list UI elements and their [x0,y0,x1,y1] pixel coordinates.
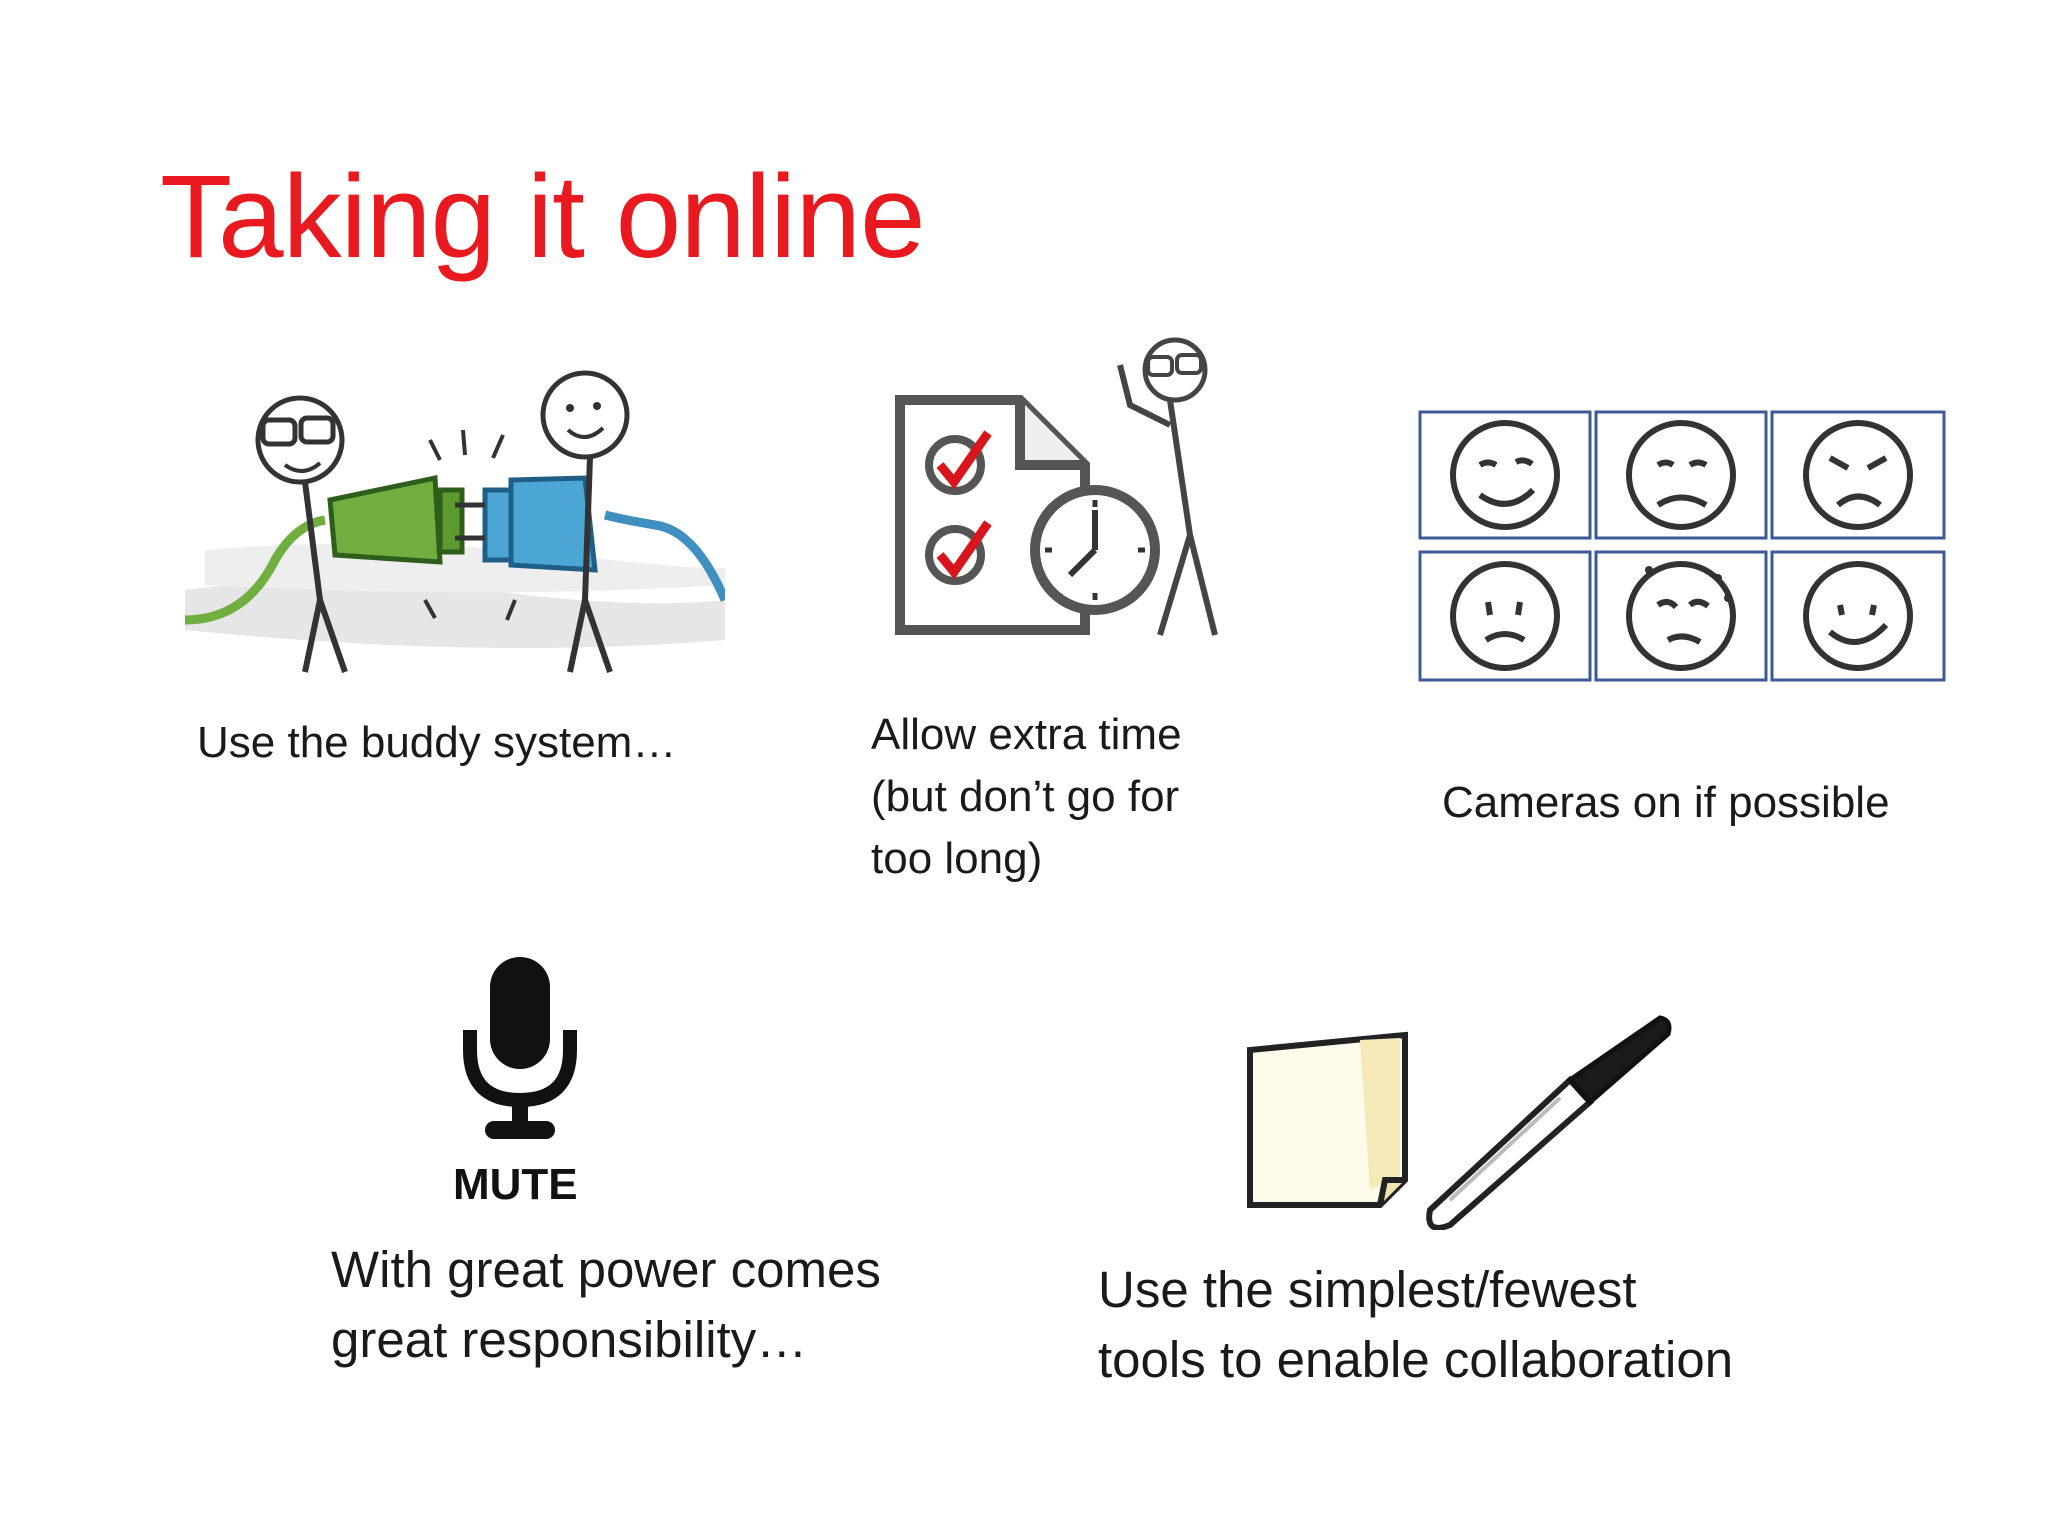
mute-caption-line: With great power comes [331,1241,881,1298]
plug-handshake-illustration [185,300,725,680]
mute-caption: With great power comes great responsibil… [331,1235,881,1375]
time-caption-line: too long) [871,834,1043,883]
checklist-clock-illustration [890,335,1230,665]
time-caption-line: (but don’t go for [871,772,1180,821]
paper-and-pen-illustration [1240,1010,1680,1230]
tools-caption-line: tools to enable collaboration [1098,1331,1734,1388]
time-caption-line: Allow extra time [871,710,1182,759]
tools-caption: Use the simplest/fewest tools to enable … [1098,1255,1733,1395]
faces-grid-illustration [1418,410,1946,682]
cameras-caption: Cameras on if possible [1442,778,1890,827]
buddy-caption: Use the buddy system… [197,718,677,767]
microphone-icon [460,955,580,1145]
time-caption: Allow extra time (but don’t go for too l… [871,704,1182,890]
tools-caption-line: Use the simplest/fewest [1098,1261,1637,1318]
mute-label: MUTE [453,1160,578,1209]
slide-title: Taking it online [160,151,926,283]
mute-caption-line: great responsibility… [331,1311,808,1368]
